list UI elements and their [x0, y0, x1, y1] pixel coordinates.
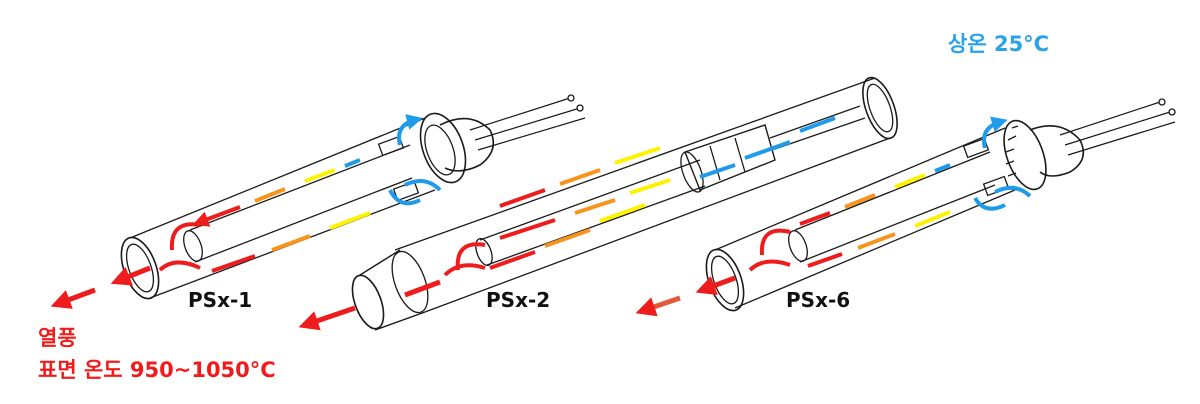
heater-psx-2 — [351, 76, 898, 331]
model-label-psx-6: PSx-6 — [786, 288, 851, 312]
heater-psx-1 — [120, 94, 586, 300]
hot-air-label: 열풍 — [38, 326, 77, 350]
model-label-psx-1: PSx-1 — [188, 288, 253, 312]
surface-temperature-label: 표면 온도 950~1050°C — [38, 358, 276, 382]
airflow-psx-1 — [50, 114, 442, 309]
heater-psx-6 — [705, 98, 1176, 312]
model-label-psx-2: PSx-2 — [486, 288, 551, 312]
airflow-psx-2 — [298, 116, 836, 331]
ambient-temperature-label: 상온 25°C — [948, 32, 1050, 56]
airflow-psx-6 — [635, 116, 1032, 317]
